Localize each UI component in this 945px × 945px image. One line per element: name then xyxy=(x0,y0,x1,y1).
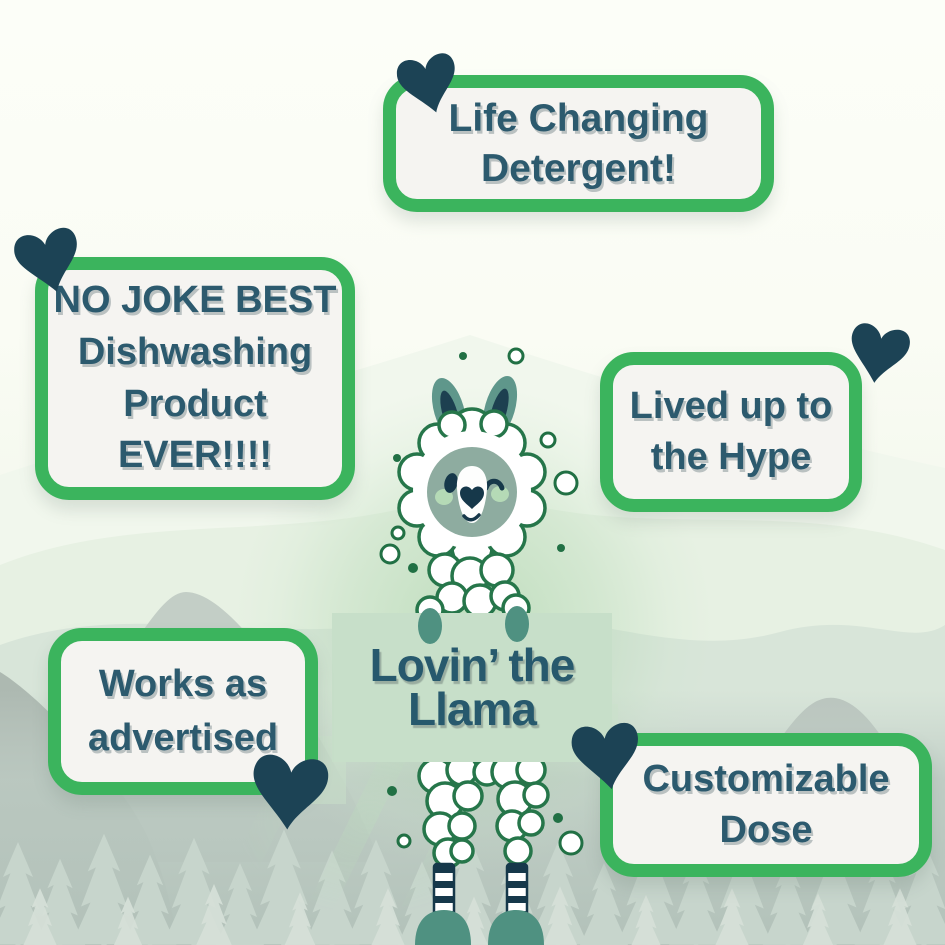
testimonial-line: EVER!!!! xyxy=(117,434,273,477)
bubble-icons xyxy=(379,347,584,856)
sign-line-1: Lovin’ the xyxy=(369,638,576,691)
sign-board xyxy=(332,613,612,762)
testimonial-line: Dishwashing xyxy=(77,330,313,373)
llama-cheek xyxy=(491,486,509,502)
heart-icon xyxy=(571,722,638,790)
testimonial-line: Product xyxy=(123,382,267,425)
testimonial-card-top: Life Changing Detergent! xyxy=(383,75,774,212)
llama-eye xyxy=(444,473,458,493)
llama-feet xyxy=(415,910,544,945)
llama-cheek xyxy=(435,489,453,505)
testimonial-card-bottom-right: Customizable Dose xyxy=(600,733,932,877)
heart-icon xyxy=(851,323,910,383)
testimonial-line: NO JOKE BEST xyxy=(53,279,337,322)
testimonial-card-bottom-left: Works as advertised xyxy=(48,628,318,795)
testimonial-line: Customizable xyxy=(642,758,890,801)
testimonial-line: Life Changing xyxy=(448,96,709,140)
llama-face xyxy=(427,447,517,537)
sign-title: Lovin’ the Llama xyxy=(332,613,612,762)
llama-heart-nose xyxy=(460,486,484,509)
llama-socks xyxy=(432,862,529,920)
testimonial-card-right: Lived up to the Hype xyxy=(600,352,862,512)
llama-leg-fluff xyxy=(417,753,550,869)
testimonial-line: the Hype xyxy=(650,436,812,478)
testimonial-line: Works as xyxy=(98,662,268,705)
testimonial-line: Detergent! xyxy=(480,146,677,190)
testimonial-line: Lived up to xyxy=(629,384,833,427)
testimonial-line: Dose xyxy=(719,809,813,851)
heart-icon xyxy=(14,227,77,292)
llama-hooves xyxy=(418,606,529,644)
llama-mouth xyxy=(462,513,481,522)
sign-line-2: Llama xyxy=(408,682,537,735)
testimonial-line: advertised xyxy=(87,716,279,759)
heart-icon xyxy=(253,754,329,830)
heart-icon xyxy=(396,53,455,113)
testimonial-card-left: NO JOKE BEST Dishwashing Product EVER!!!… xyxy=(35,257,355,500)
